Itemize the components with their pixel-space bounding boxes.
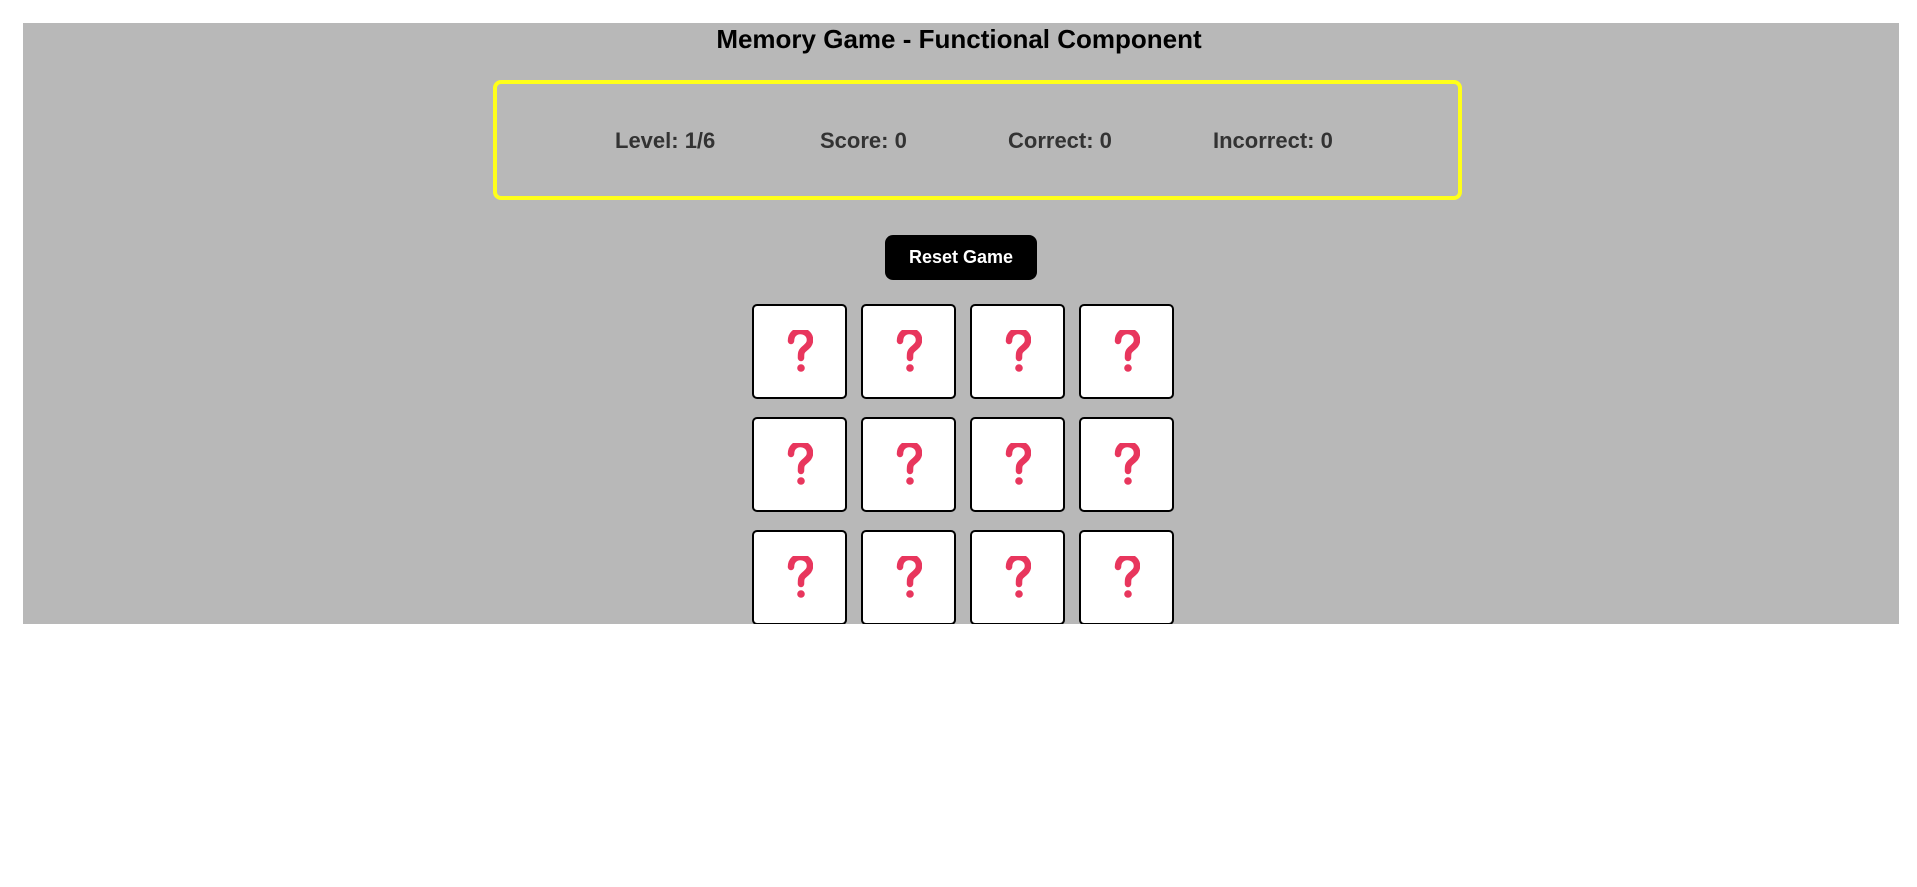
- memory-card[interactable]: [861, 304, 956, 399]
- memory-card[interactable]: [861, 417, 956, 512]
- memory-card[interactable]: [1079, 530, 1174, 624]
- memory-card[interactable]: [861, 530, 956, 624]
- stats-panel: Level: 1/6 Score: 0 Correct: 0 Incorrect…: [493, 80, 1462, 200]
- memory-card[interactable]: [752, 417, 847, 512]
- page-title: Memory Game - Functional Component: [716, 24, 1202, 54]
- memory-card[interactable]: [752, 304, 847, 399]
- memory-card[interactable]: [1079, 417, 1174, 512]
- correct-stat: Correct: 0: [1008, 128, 1112, 153]
- memory-card[interactable]: [970, 304, 1065, 399]
- game-board: Memory Game - Functional Component Level…: [23, 23, 1899, 624]
- incorrect-stat: Incorrect: 0: [1213, 128, 1333, 153]
- card-grid: [752, 304, 1182, 624]
- question-mark-icon: [1114, 329, 1140, 372]
- question-mark-icon: [1005, 329, 1031, 372]
- memory-card[interactable]: [1079, 304, 1174, 399]
- question-mark-icon: [787, 442, 813, 485]
- memory-card[interactable]: [970, 530, 1065, 624]
- question-mark-icon: [1005, 442, 1031, 485]
- reset-game-button[interactable]: Reset Game: [885, 235, 1037, 280]
- question-mark-icon: [896, 329, 922, 372]
- score-stat: Score: 0: [820, 128, 907, 153]
- memory-card[interactable]: [970, 417, 1065, 512]
- question-mark-icon: [787, 555, 813, 598]
- question-mark-icon: [1005, 555, 1031, 598]
- question-mark-icon: [1114, 555, 1140, 598]
- question-mark-icon: [1114, 442, 1140, 485]
- memory-card[interactable]: [752, 530, 847, 624]
- level-stat: Level: 1/6: [615, 128, 716, 153]
- question-mark-icon: [896, 555, 922, 598]
- question-mark-icon: [787, 329, 813, 372]
- question-mark-icon: [896, 442, 922, 485]
